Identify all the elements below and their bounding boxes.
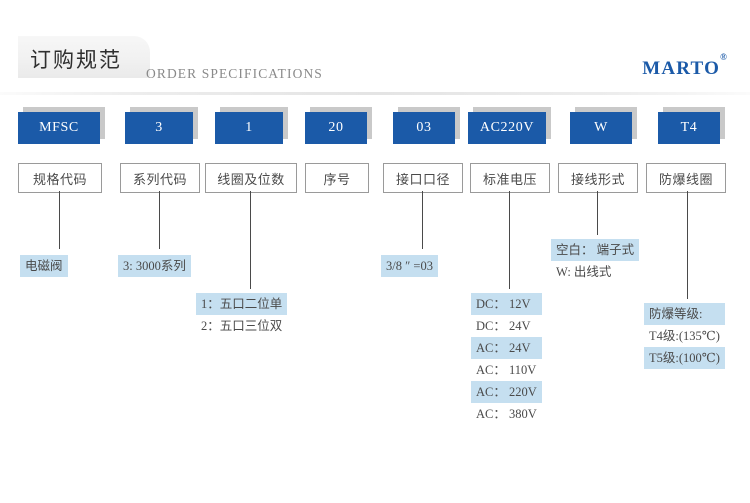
detail-item-selected: 3/8 ″ =03	[381, 255, 438, 277]
detail-group: 3: 3000系列	[118, 255, 191, 277]
label-box: 序号	[305, 163, 369, 193]
detail-item: T4级:(135℃)	[649, 329, 720, 343]
connector-line	[422, 191, 423, 249]
label-box: 线圈及位数	[205, 163, 297, 193]
detail-item-selected: AC： 24V	[471, 337, 542, 359]
detail-item-selected: 电磁阀	[20, 255, 68, 277]
connector-line	[59, 191, 60, 249]
label-box: 接线形式	[558, 163, 638, 193]
registered-trademark-icon: ®	[720, 51, 728, 62]
code-box: 03	[393, 112, 455, 144]
detail-item: AC： 380V	[476, 407, 537, 421]
code-box: 1	[215, 112, 283, 144]
header-divider	[0, 92, 750, 95]
connector-line	[250, 191, 251, 289]
detail-item-selected: 3: 3000系列	[118, 255, 191, 277]
page-header: 订购规范 ORDER SPECIFICATIONS MARTO®	[0, 0, 750, 96]
title-tab	[18, 36, 150, 78]
code-box: AC220V	[468, 112, 546, 144]
brand-name: MARTO	[642, 58, 721, 79]
detail-item: AC： 110V	[476, 363, 537, 377]
detail-item-selected: DC： 12V	[471, 293, 542, 315]
page-title-en: ORDER SPECIFICATIONS	[146, 66, 323, 81]
detail-item: 2：五口三位双	[201, 319, 283, 333]
connector-line	[597, 191, 598, 235]
label-box: 接口口径	[383, 163, 463, 193]
connector-line	[509, 191, 510, 289]
detail-group: 空白： 端子式 W: 出线式	[551, 239, 640, 283]
detail-group: 3/8 ″ =03	[381, 255, 438, 277]
detail-item-selected: 防爆等级:	[644, 303, 725, 325]
code-box: W	[570, 112, 632, 144]
connector-line	[159, 191, 160, 249]
code-box: 3	[125, 112, 193, 144]
detail-group: 1：五口二位单 2：五口三位双	[196, 293, 288, 337]
connector-line	[687, 191, 688, 299]
detail-group: 防爆等级: T4级:(135℃) T5级:(100℃)	[644, 303, 725, 369]
code-box: T4	[658, 112, 720, 144]
detail-group: DC： 12V DC： 24V AC： 24V AC： 110V AC： 220V AC：…	[471, 293, 542, 425]
label-box: 标准电压	[470, 163, 550, 193]
label-box: 防爆线圈	[646, 163, 726, 193]
brand-logo: MARTO®	[642, 52, 728, 80]
label-box: 规格代码	[18, 163, 102, 193]
code-box: MFSC	[18, 112, 100, 144]
detail-item-selected: 空白： 端子式	[551, 239, 640, 261]
detail-item-selected: AC： 220V	[471, 381, 542, 403]
detail-item: W: 出线式	[556, 265, 612, 279]
label-box: 系列代码	[120, 163, 200, 193]
page-title-cn: 订购规范	[30, 48, 122, 72]
detail-item-selected: T5级:(100℃)	[644, 347, 725, 369]
detail-group: 电磁阀	[20, 255, 68, 277]
detail-item: DC： 24V	[476, 319, 531, 333]
detail-item-selected: 1：五口二位单	[196, 293, 288, 315]
code-box: 20	[305, 112, 367, 144]
